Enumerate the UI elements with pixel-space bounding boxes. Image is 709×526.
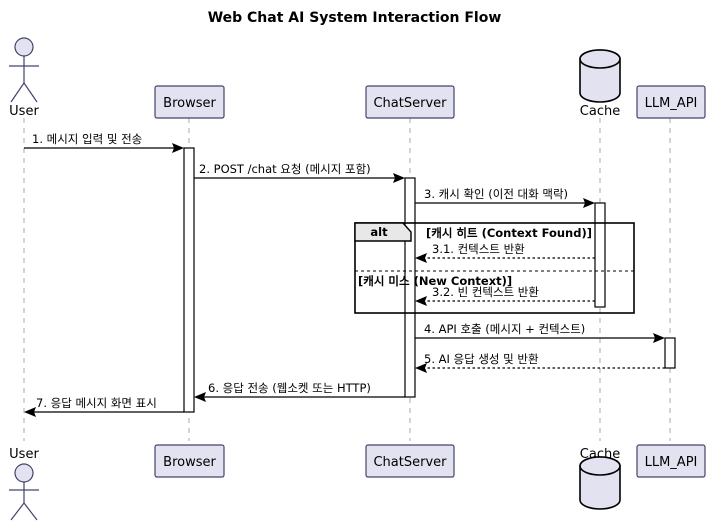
- message-7-label: 7. 응답 메시지 화면 표시: [36, 396, 157, 410]
- actor-head-icon: [14, 37, 34, 57]
- message-3-1-arrowhead: [415, 253, 427, 263]
- participant-box-llm-api-top[interactable]: [636, 85, 706, 119]
- message-3-2-arrowhead: [415, 296, 427, 306]
- actor-leg-left-icon-bottom: [10, 502, 25, 521]
- actor-leg-right-icon-bottom: [23, 502, 38, 521]
- message-3: 3. 캐시 확인 (이전 대화 맥락): [415, 187, 595, 208]
- participant-cache-bottom[interactable]: Cache: [579, 447, 621, 510]
- message-4: 4. API 호출 (메시지 + 컨텍스트): [415, 322, 665, 343]
- message-7: 7. 응답 메시지 화면 표시: [24, 396, 184, 417]
- message-3-label: 3. 캐시 확인 (이전 대화 맥락): [424, 187, 568, 201]
- actor-head-icon-bottom: [14, 463, 34, 483]
- fragment-alt-operator-label: alt: [370, 225, 388, 239]
- activation-bar-llm-api: [664, 337, 676, 369]
- participant-label-user-top: User: [9, 104, 39, 119]
- message-1-label: 1. 메시지 입력 및 전송: [32, 132, 142, 146]
- message-4-label: 4. API 호출 (메시지 + 컨텍스트): [424, 322, 585, 336]
- participant-box-llm-api-bottom[interactable]: [636, 444, 706, 478]
- participant-label-chatserver-top: ChatServer: [373, 96, 447, 111]
- participant-label-chatserver-bottom: ChatServer: [373, 455, 447, 470]
- database-cylinder-bottom-ellipse-icon: [579, 456, 621, 476]
- participant-label-browser-top: Browser: [163, 96, 216, 111]
- database-cylinder-top-ellipse-icon: [579, 49, 621, 69]
- message-6-label: 6. 응답 전송 (웹소켓 또는 HTTP): [208, 381, 371, 395]
- participant-chatserver-bottom[interactable]: ChatServer: [365, 444, 455, 478]
- message-2-label: 2. POST /chat 요청 (메시지 포함): [199, 162, 371, 176]
- fragment-alt: alt [캐시 히트 (Context Found)] [캐시 미스 (New …: [354, 222, 635, 314]
- message-5: 5. AI 응답 생성 및 반환: [415, 352, 665, 373]
- participant-box-browser-top[interactable]: [154, 85, 225, 119]
- message-2-arrowhead: [393, 173, 405, 183]
- message-3-1-label: 3.1. 컨텍스트 반환: [432, 242, 525, 256]
- activation-bar-browser: [183, 147, 195, 413]
- message-3-2-label: 3.2. 빈 컨텍스트 반환: [432, 285, 539, 299]
- activation-bar-cache: [594, 202, 606, 308]
- fragment-alt-guard-1: [캐시 히트 (Context Found)]: [426, 226, 592, 240]
- participant-llm-api-bottom[interactable]: LLM_API: [636, 444, 706, 478]
- participant-browser-bottom[interactable]: Browser: [154, 444, 225, 478]
- message-3-2: 3.2. 빈 컨텍스트 반환: [415, 285, 595, 306]
- message-6-arrowhead: [194, 392, 206, 402]
- fragment-alt-border: [354, 222, 635, 314]
- message-1-arrowhead: [172, 143, 184, 153]
- message-3-arrowhead: [583, 198, 595, 208]
- participant-cache-top[interactable]: Cache: [579, 49, 621, 119]
- participant-label-user-bottom: User: [9, 447, 39, 462]
- participant-user-top[interactable]: User: [9, 37, 39, 119]
- participant-user-bottom[interactable]: User: [9, 447, 39, 521]
- activation-bar-chatserver: [404, 177, 416, 398]
- participant-label-llm-api-bottom: LLM_API: [645, 455, 698, 470]
- message-5-label: 5. AI 응답 생성 및 반환: [424, 352, 539, 366]
- participant-box-chatserver-bottom[interactable]: [365, 444, 455, 478]
- participant-browser-top[interactable]: Browser: [154, 85, 225, 119]
- participant-label-llm-api-top: LLM_API: [645, 96, 698, 111]
- participant-box-chatserver-top[interactable]: [365, 85, 455, 119]
- fragment-alt-guard-2: [캐시 미스 (New Context)]: [358, 274, 512, 288]
- fragment-alt-tab: [354, 222, 412, 242]
- participant-llm-api-top[interactable]: LLM_API: [636, 85, 706, 119]
- participant-box-browser-bottom[interactable]: [154, 444, 225, 478]
- message-5-arrowhead: [415, 363, 427, 373]
- actor-leg-right-icon: [23, 82, 38, 103]
- message-2: 2. POST /chat 요청 (메시지 포함): [194, 162, 405, 183]
- message-3-1: 3.1. 컨텍스트 반환: [415, 242, 595, 263]
- participant-label-browser-bottom: Browser: [163, 455, 216, 470]
- message-1: 1. 메시지 입력 및 전송: [24, 132, 184, 153]
- message-7-arrowhead: [24, 407, 36, 417]
- participant-chatserver-top[interactable]: ChatServer: [365, 85, 455, 119]
- activation-bars-group: [183, 147, 676, 413]
- diagram-title: Web Chat AI System Interaction Flow: [208, 10, 502, 26]
- message-6: 6. 응답 전송 (웹소켓 또는 HTTP): [194, 381, 405, 402]
- participant-label-cache-top: Cache: [580, 104, 620, 119]
- actor-leg-left-icon: [10, 82, 25, 103]
- message-4-arrowhead: [653, 333, 665, 343]
